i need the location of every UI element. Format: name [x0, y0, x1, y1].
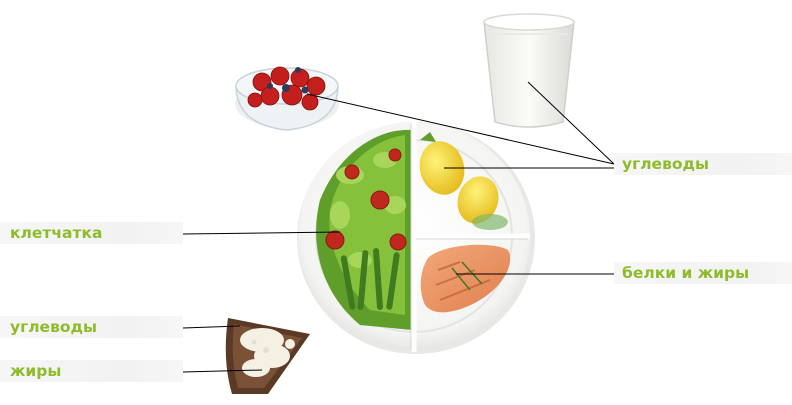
- label-carbs: углеводы: [614, 153, 792, 175]
- label-fats-bread: жиры: [0, 360, 183, 382]
- label-carbs-bread: углеводы: [0, 316, 183, 338]
- label-fiber: клетчатка: [0, 222, 183, 244]
- label-protein-fats: белки и жиры: [614, 262, 792, 284]
- milk-glass-icon: [484, 14, 574, 127]
- berry-bowl-icon: [235, 67, 339, 130]
- bread-slice-icon: [226, 318, 310, 394]
